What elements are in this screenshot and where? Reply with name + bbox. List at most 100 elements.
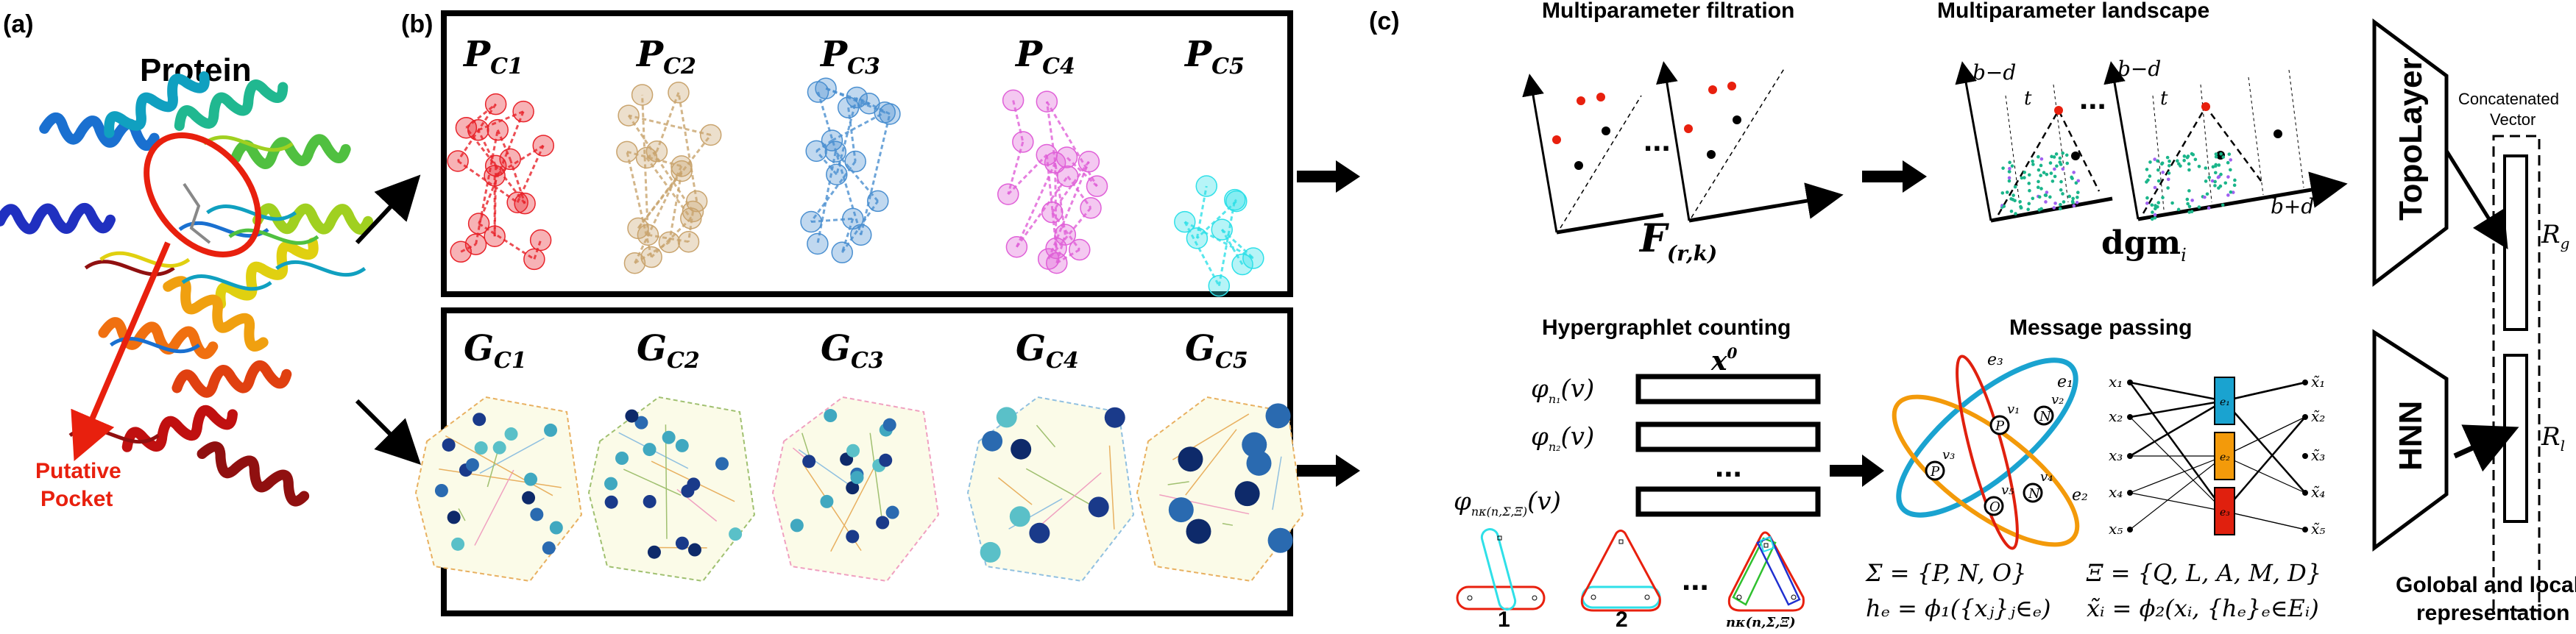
landscape-point — [2151, 210, 2154, 214]
landscape-point — [2207, 175, 2212, 179]
bond — [1220, 229, 1244, 266]
hypergraph-node — [1168, 497, 1194, 523]
vertex-2 — [2034, 405, 2054, 426]
phi: φ — [1531, 374, 1549, 404]
bond — [493, 165, 498, 237]
landscape-point — [2216, 175, 2221, 179]
hyperedge-e2 — [1892, 394, 2080, 547]
input-node — [2127, 414, 2133, 420]
hyperedge-e3 — [1956, 355, 2019, 550]
hypergraph-node — [846, 530, 860, 544]
feature-vector-box — [1635, 486, 1821, 517]
landscape-point — [2070, 199, 2075, 204]
landscape-point — [2145, 180, 2148, 184]
landscape-point — [2145, 202, 2149, 205]
xtilde-equation: x̃ᵢ = ϕ₂(xᵢ, {hₑ}ₑ∈Eᵢ) — [2087, 594, 2319, 622]
landscape-point — [2018, 200, 2022, 204]
filtration-plot-1 — [1522, 74, 1664, 235]
protein-helix — [163, 276, 269, 352]
protein-structure — [0, 71, 373, 507]
local-representation-bar — [2503, 354, 2528, 523]
landscape-point — [2190, 199, 2194, 202]
bond — [634, 241, 670, 265]
landscape-point — [2232, 183, 2237, 188]
bond — [1016, 162, 1056, 248]
landscape-point — [2186, 202, 2190, 206]
hypergraph-node — [549, 521, 563, 535]
landscape-title: Multiparameter landscape — [1937, 0, 2209, 23]
landscape-point — [2039, 187, 2043, 190]
hypergraph-node — [1029, 522, 1050, 544]
hypergraph-node — [442, 438, 456, 452]
hypergraph-node — [1009, 506, 1030, 527]
landscape-point — [2145, 168, 2149, 171]
input-label-1: x₁ — [2109, 373, 2123, 391]
feature-label: x0 — [1710, 344, 1737, 377]
concat-label-line2: Vector — [2490, 110, 2536, 129]
output-label-5: x̃₅ — [2311, 520, 2325, 538]
landscape-point — [2166, 177, 2170, 182]
protein-loop — [99, 251, 191, 268]
hypergraph-node — [643, 494, 657, 508]
hypergraph-node — [647, 545, 661, 559]
output-label-1: x̃₁ — [2311, 373, 2325, 391]
point-cloud-label-1: PC1 — [462, 34, 523, 79]
hyperedge-line — [665, 424, 668, 539]
bond — [1196, 200, 1237, 239]
bond — [687, 211, 694, 242]
landscape-point — [2031, 163, 2035, 166]
landscape-point — [2168, 159, 2171, 163]
label-main: G — [1016, 328, 1046, 369]
label-main: G — [1185, 328, 1215, 369]
landscape-point — [2226, 175, 2230, 179]
hypergraph-label-1: GC1 — [464, 328, 527, 374]
output-node — [2302, 414, 2308, 420]
landscape-point — [2026, 207, 2030, 212]
bond — [860, 113, 891, 235]
concatenated-vector-box — [2492, 135, 2541, 612]
hypergraph-node — [879, 453, 893, 467]
incidence-in — [2129, 382, 2226, 512]
landscape-point — [2203, 195, 2207, 199]
input-node — [2127, 453, 2133, 459]
landscape-point — [2231, 190, 2235, 194]
phi: φ — [1531, 422, 1549, 452]
hyperedge-line — [1036, 472, 1102, 529]
incidence-in — [2129, 399, 2225, 457]
landscape-point — [2214, 154, 2218, 159]
hyperedge-line — [439, 469, 562, 488]
landscape-point — [2002, 204, 2006, 208]
landscape-point — [2049, 171, 2053, 175]
hypergraph-label-5: GC5 — [1185, 328, 1248, 374]
landscape-point — [2229, 168, 2232, 172]
landscape-point — [2036, 185, 2040, 190]
hypergraph-node — [662, 430, 676, 444]
landscape-point — [2210, 179, 2215, 183]
landscape-point — [2053, 174, 2057, 179]
output-label-3: x̃₃ — [2311, 446, 2325, 464]
output-node — [2302, 380, 2308, 385]
hypergraph-node — [675, 536, 689, 550]
landscape-point — [2150, 217, 2154, 221]
filtration-function-label: F(r,k) — [1638, 216, 1717, 266]
protein-loop — [275, 260, 367, 277]
hyperedge-node-e3 — [2214, 487, 2235, 535]
hyperedge-line — [1036, 424, 1056, 448]
incidence-in — [2129, 416, 2225, 512]
landscape-point — [2153, 216, 2157, 220]
representation-label-line1: Golobal and local — [2396, 573, 2576, 597]
landscape-y-axis-label-1: b−d — [1972, 60, 2016, 85]
landscape-point — [2053, 202, 2057, 205]
hypergraph-node — [1088, 496, 1109, 518]
vertex-name: v₄ — [2040, 469, 2053, 485]
landscape-point — [2187, 204, 2192, 209]
vertex-type: N — [2028, 486, 2041, 502]
hypergraph-node — [802, 455, 816, 469]
protein-loop — [84, 260, 175, 277]
hypergraph-node — [1186, 519, 1211, 544]
landscape-point — [2052, 206, 2056, 210]
atom — [631, 84, 654, 106]
incidence-in — [2129, 455, 2225, 494]
label-main: G — [821, 328, 851, 369]
landscape-t-label-1: t — [2024, 88, 2032, 110]
